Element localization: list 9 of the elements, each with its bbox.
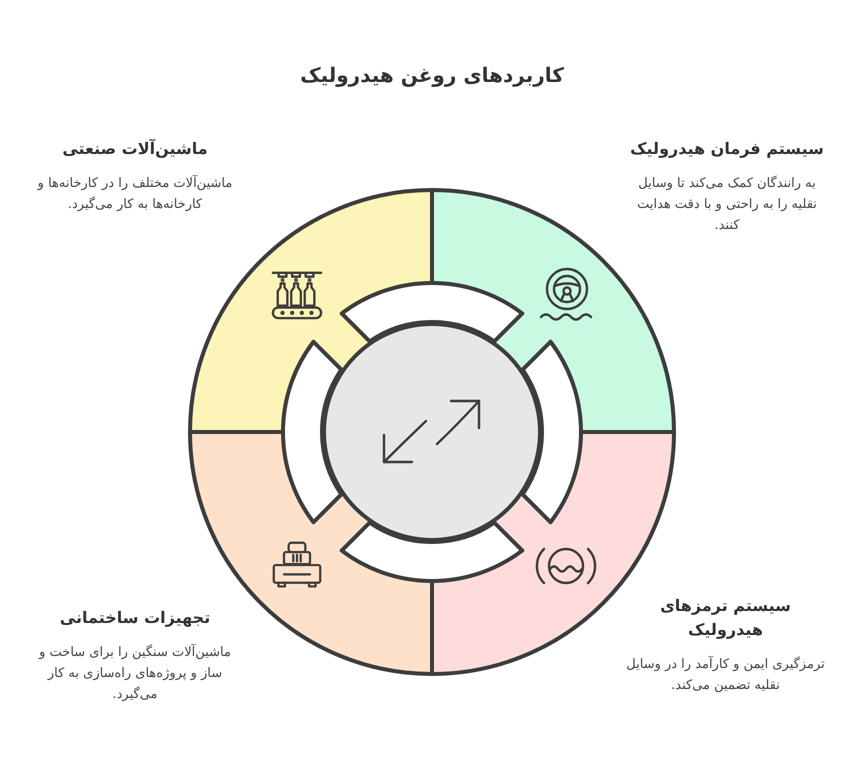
heading: سیستم ترمزهای هیدرولیک (659, 595, 792, 641)
heading: تجهیزات ساختمانی (60, 607, 210, 629)
description: ترمزگیری ایمن و کارآمد را در وسایل نقلیه تضمین می‌کند. (626, 655, 826, 695)
heading: سیستم فرمان هیدرولیک (630, 138, 824, 160)
description: ماشین‌آلات مختلف را در کارخانه‌ها و کارخانه‌ها به کار می‌گیرد. (36, 174, 234, 214)
title: کاربردهای روغن هیدرولیک (300, 62, 564, 88)
description: به رانندگان کمک می‌کند تا وسایل نقلیه را به راحتی و با دقت هدایت کنند. (636, 174, 818, 235)
description: ماشین‌آلات سنگین را برای ساخت و ساز و پروژه‌های راه‌سازی به کار می‌گیرد. (38, 642, 232, 704)
heading: ماشین‌آلات صنعتی (62, 138, 208, 160)
